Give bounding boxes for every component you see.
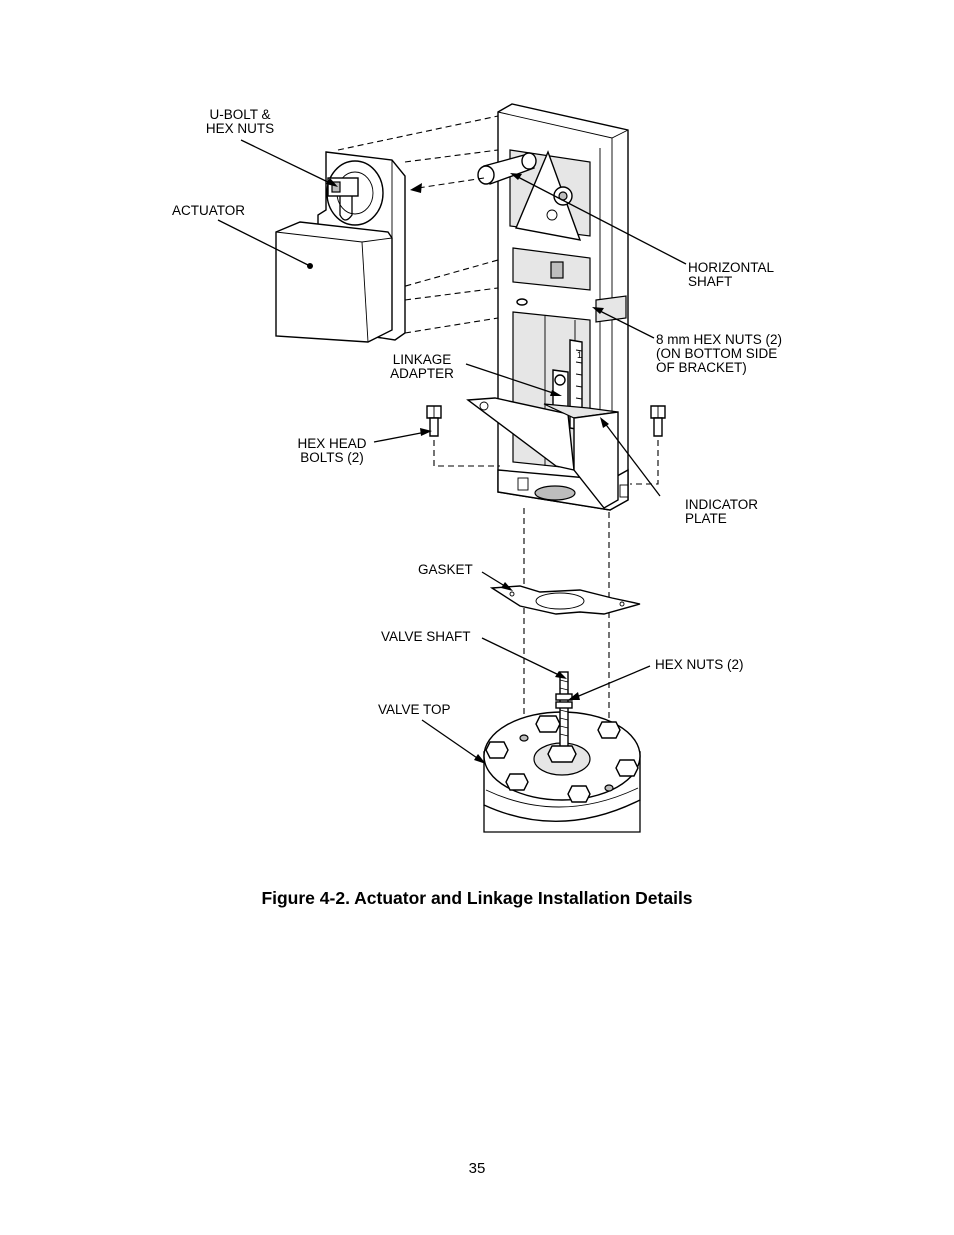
svg-text:1: 1 xyxy=(577,350,582,360)
bolt-paths xyxy=(433,440,659,784)
linkage-adapter xyxy=(466,369,575,471)
label-indicator-plate: INDICATOR PLATE xyxy=(685,497,759,526)
gasket xyxy=(489,585,641,615)
label-valve-top: VALVE TOP xyxy=(378,702,451,717)
label-hex-head-bolts: HEX HEAD BOLTS (2) xyxy=(297,436,367,465)
label-valve-shaft: VALVE SHAFT xyxy=(381,629,471,644)
label-linkage-adapter: LINKAGE ADAPTER xyxy=(390,352,454,381)
actuator xyxy=(275,151,406,343)
label-ubolt-hex-nuts: U-BOLT & HEX NUTS xyxy=(205,107,275,136)
leader-lines xyxy=(217,139,687,764)
label-8mm-hex-nuts: 8 mm HEX NUTS (2) (ON BOTTOM SIDE OF BRA… xyxy=(656,332,783,375)
indicator-plate xyxy=(543,403,619,509)
label-actuator: ACTUATOR xyxy=(172,203,246,218)
label-hex-nuts-2: HEX NUTS (2) xyxy=(655,657,744,672)
hex-head-bolt-left xyxy=(426,405,442,437)
figure-caption: Figure 4-2. Actuator and Linkage Install… xyxy=(261,888,693,908)
projection-lines xyxy=(337,115,499,334)
hex-head-bolt-right xyxy=(650,405,666,437)
label-gasket: GASKET xyxy=(418,562,473,577)
horizontal-shaft xyxy=(410,152,537,193)
valve-top xyxy=(483,671,641,833)
page-number: 35 xyxy=(468,1160,486,1177)
label-horizontal-shaft: HORIZONTAL SHAFT xyxy=(688,260,775,289)
